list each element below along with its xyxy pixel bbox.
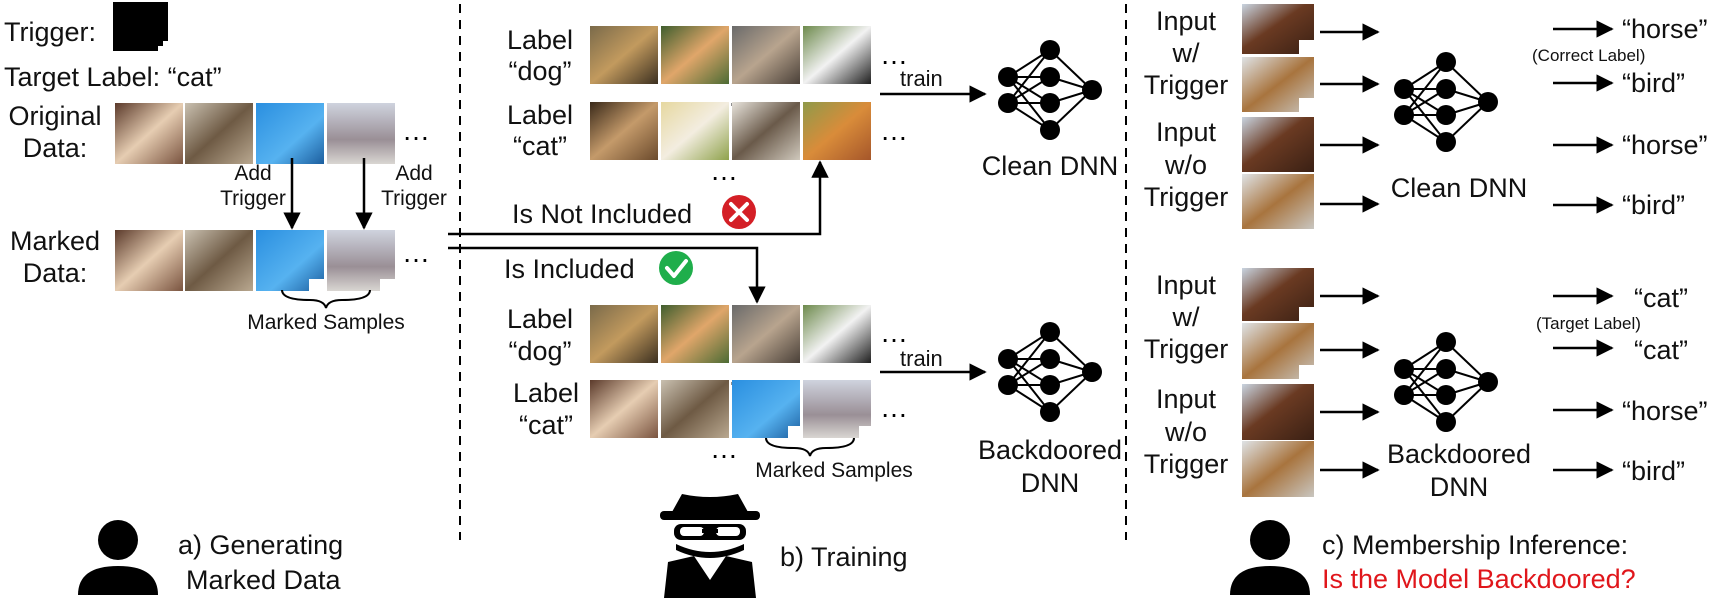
backdoored-dnn-label: DNN — [1429, 472, 1489, 502]
arrow-included — [448, 246, 766, 304]
marked-data-images: … — [115, 230, 430, 291]
cross-badge-icon — [722, 195, 756, 229]
marked-samples-label: Marked Samples — [755, 459, 913, 482]
svg-text:…: … — [880, 317, 908, 348]
add-trigger-label: Trigger — [220, 187, 286, 210]
clean-dnn-label: Clean DNN — [981, 151, 1119, 181]
marked-data-label: Data: — [22, 258, 88, 288]
nn-icon-backdoored-c — [1394, 332, 1498, 432]
svg-text:…: … — [880, 115, 908, 146]
backdoored-dnn-label: DNN — [1020, 468, 1080, 498]
target-label-note: (Target Label) — [1536, 314, 1641, 333]
label-dog: “dog” — [508, 336, 572, 366]
original-data-images: … — [115, 103, 430, 164]
panel-c-top-images — [1242, 4, 1314, 229]
trigger-square-icon — [113, 2, 168, 51]
arrow-not-included — [448, 160, 829, 236]
backdoor-cat-row: … … — [590, 380, 908, 464]
nn-icon-clean-c — [1394, 52, 1498, 152]
thumb-cat-2 — [185, 103, 253, 164]
caption-a: Marked Data — [186, 565, 341, 595]
nn-icon-backdoored-b — [998, 322, 1102, 422]
clean-dog-row: … … — [590, 26, 908, 112]
svg-text:…: … — [880, 39, 908, 70]
not-included-label: Is Not Included — [512, 199, 693, 229]
input-label: Input — [1155, 270, 1217, 300]
output-label: “bird” — [1622, 190, 1686, 220]
trigger-patch — [309, 279, 324, 291]
caption-b: b) Training — [780, 542, 908, 572]
original-data-label: Original — [8, 101, 102, 131]
person-icon — [78, 520, 158, 595]
label-dog: “dog” — [508, 56, 572, 86]
neural-networks — [998, 40, 1498, 432]
label-dog: Label — [506, 25, 574, 55]
input-label: Trigger — [1143, 449, 1229, 479]
label-cat: “cat” — [513, 131, 567, 161]
spy-icon — [660, 494, 760, 598]
trigger-label: Trigger: — [4, 17, 97, 47]
caption-a: a) Generating — [178, 530, 344, 560]
train-label: train — [900, 346, 943, 371]
nn-icon-clean-b — [998, 40, 1102, 140]
trigger-patch — [380, 279, 395, 291]
train-label: train — [900, 66, 943, 91]
clean-cat-row: … … — [590, 102, 908, 186]
label-cat: Label — [506, 100, 574, 130]
input-label: Trigger — [1143, 182, 1229, 212]
marked-data-label: Marked — [9, 226, 101, 256]
caption-c-question: Is the Model Backdoored? — [1322, 564, 1636, 594]
input-label: w/ — [1172, 38, 1200, 68]
input-label: w/o — [1164, 417, 1208, 447]
ellipsis: … — [402, 237, 430, 268]
person-icon — [1230, 520, 1310, 595]
output-label: “cat” — [1634, 283, 1688, 313]
correct-label-note: (Correct Label) — [1532, 46, 1646, 65]
label-cat: “cat” — [519, 410, 573, 440]
input-label: Input — [1155, 117, 1217, 147]
add-trigger-label: Trigger — [381, 187, 447, 210]
thumb-horse-grey — [327, 103, 395, 164]
thumb-cat-2-marked — [185, 230, 253, 291]
label-dog: Label — [506, 304, 574, 334]
clean-dnn-label: Clean DNN — [1390, 173, 1528, 203]
check-badge-icon — [659, 251, 693, 285]
output-label: “bird” — [1622, 68, 1686, 98]
input-label: Input — [1155, 384, 1217, 414]
add-trigger-label: Add — [234, 162, 272, 185]
marked-samples-brace — [281, 289, 371, 309]
target-label: Target Label: “cat” — [4, 62, 222, 92]
backdoored-dnn-label: Backdoored — [1386, 439, 1532, 469]
input-label: Trigger — [1143, 334, 1229, 364]
label-cat: Label — [512, 378, 580, 408]
add-trigger-label: Add — [395, 162, 433, 185]
input-label: Trigger — [1143, 70, 1229, 100]
ellipsis: … — [402, 115, 430, 146]
thumb-cat-1-marked — [115, 230, 183, 291]
thumb-bird-blue — [256, 103, 324, 164]
output-label: “horse” — [1622, 14, 1708, 44]
caption-c: c) Membership Inference: — [1322, 530, 1629, 560]
input-label: Input — [1155, 6, 1217, 36]
marked-samples-brace-b — [765, 437, 855, 457]
svg-text:…: … — [710, 433, 738, 464]
svg-text:…: … — [710, 155, 738, 186]
output-label: “bird” — [1622, 456, 1686, 486]
input-label: w/o — [1164, 150, 1208, 180]
backdoored-dnn-label: Backdoored — [977, 435, 1123, 465]
backdoor-dog-row: … … — [590, 305, 908, 391]
output-label: “cat” — [1634, 335, 1688, 365]
output-label: “horse” — [1622, 130, 1708, 160]
thumb-cat-1 — [115, 103, 183, 164]
svg-text:…: … — [880, 392, 908, 423]
panel-c-bottom-images — [1242, 268, 1314, 497]
marked-samples-label: Marked Samples — [247, 311, 405, 334]
output-label: “horse” — [1622, 396, 1708, 426]
original-data-label: Data: — [22, 133, 88, 163]
input-label: w/ — [1172, 302, 1200, 332]
included-label: Is Included — [504, 254, 635, 284]
